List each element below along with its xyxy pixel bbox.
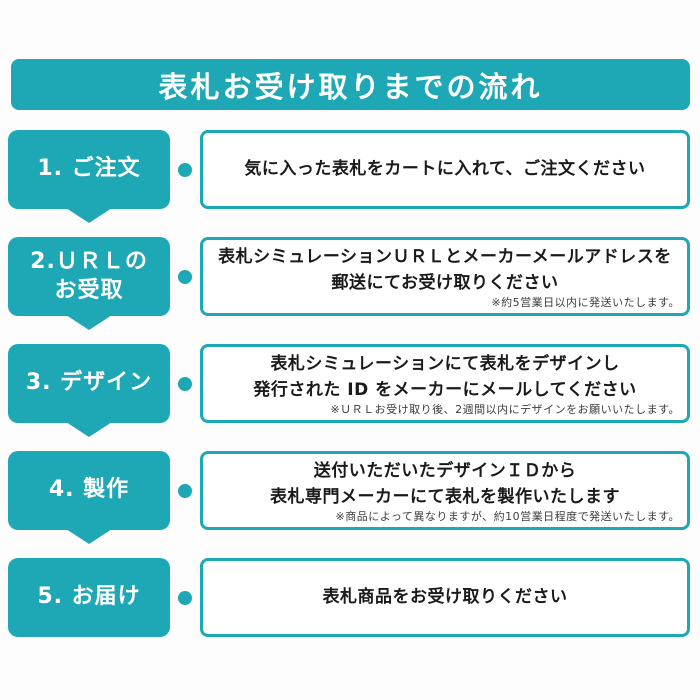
connector-dot-icon	[178, 376, 192, 391]
connector	[170, 130, 200, 209]
step-row-design: 3. デザイン 表札シミュレーションにて表札をデザインし 発行された ID をメ…	[8, 344, 690, 437]
step-label: 2.ＵＲＬの お受取	[30, 248, 148, 303]
step-label: 5. お届け	[37, 584, 141, 610]
step-description: 表札シミュレーションにて表札をデザインし 発行された ID をメーカーにメールし…	[253, 354, 637, 400]
flow-title: 表札お受け取りまでの流れ	[158, 69, 543, 104]
step-note: ※商品によって異なりますが、約10営業日程度で発送いたします。	[335, 510, 680, 523]
step-description-box: 表札シミュレーションＵＲＬとメーカーメールアドレスを 郵送にてお受け取りください…	[200, 237, 690, 316]
step-label-box: 2.ＵＲＬの お受取	[8, 237, 170, 330]
connector	[170, 237, 200, 316]
step-label-box: 1. ご注文	[8, 130, 170, 223]
step-description: 表札商品をお受け取りください	[322, 586, 568, 607]
step-description-box: 気に入った表札をカートに入れて、ご注文ください	[200, 130, 690, 209]
step-label: 4. 製作	[48, 477, 130, 503]
connector	[170, 558, 200, 637]
step-row-production: 4. 製作 送付いただいたデザインＩＤから 表札専門メーカーにて表札を製作いたし…	[8, 451, 690, 544]
step-description-box: 表札シミュレーションにて表札をデザインし 発行された ID をメーカーにメールし…	[200, 344, 690, 423]
step-row-order: 1. ご注文 気に入った表札をカートに入れて、ご注文ください	[8, 130, 690, 223]
step-description-box: 送付いただいたデザインＩＤから 表札専門メーカーにて表札を製作いたします ※商品…	[200, 451, 690, 530]
step-description-box: 表札商品をお受け取りください	[200, 558, 690, 637]
flow-title-bar: 表札お受け取りまでの流れ	[11, 59, 690, 110]
step-label: 1. ご注文	[37, 156, 141, 182]
step-note: ※ＵＲＬお受け取り後、2週間以内にデザインをお願いいたします。	[330, 403, 680, 416]
step-row-url-receipt: 2.ＵＲＬの お受取 表札シミュレーションＵＲＬとメーカーメールアドレスを 郵送…	[8, 237, 690, 330]
step-label: 3. デザイン	[25, 370, 153, 396]
connector-dot-icon	[178, 483, 192, 498]
step-description: 表札シミュレーションＵＲＬとメーカーメールアドレスを 郵送にてお受け取りください	[218, 247, 672, 293]
step-label-box: 4. 製作	[8, 451, 170, 544]
connector-dot-icon	[178, 162, 192, 177]
step-row-delivery: 5. お届け 表札商品をお受け取りください	[8, 558, 690, 637]
connector	[170, 344, 200, 423]
connector-dot-icon	[178, 590, 192, 605]
arrow-down-tail	[66, 529, 112, 544]
arrow-down-tail	[66, 208, 112, 223]
connector	[170, 451, 200, 530]
step-description: 送付いただいたデザインＩＤから 表札専門メーカーにて表札を製作いたします	[270, 461, 620, 507]
step-description: 気に入った表札をカートに入れて、ご注文ください	[244, 158, 646, 179]
step-label-box: 5. お届け	[8, 558, 170, 637]
step-label-box: 3. デザイン	[8, 344, 170, 437]
connector-dot-icon	[178, 269, 192, 284]
flow-steps: 1. ご注文 気に入った表札をカートに入れて、ご注文ください 2.ＵＲＬの お受…	[8, 130, 690, 637]
step-note: ※約5営業日以内に発送いたします。	[491, 296, 680, 309]
arrow-down-tail	[66, 422, 112, 437]
arrow-down-tail	[66, 315, 112, 330]
